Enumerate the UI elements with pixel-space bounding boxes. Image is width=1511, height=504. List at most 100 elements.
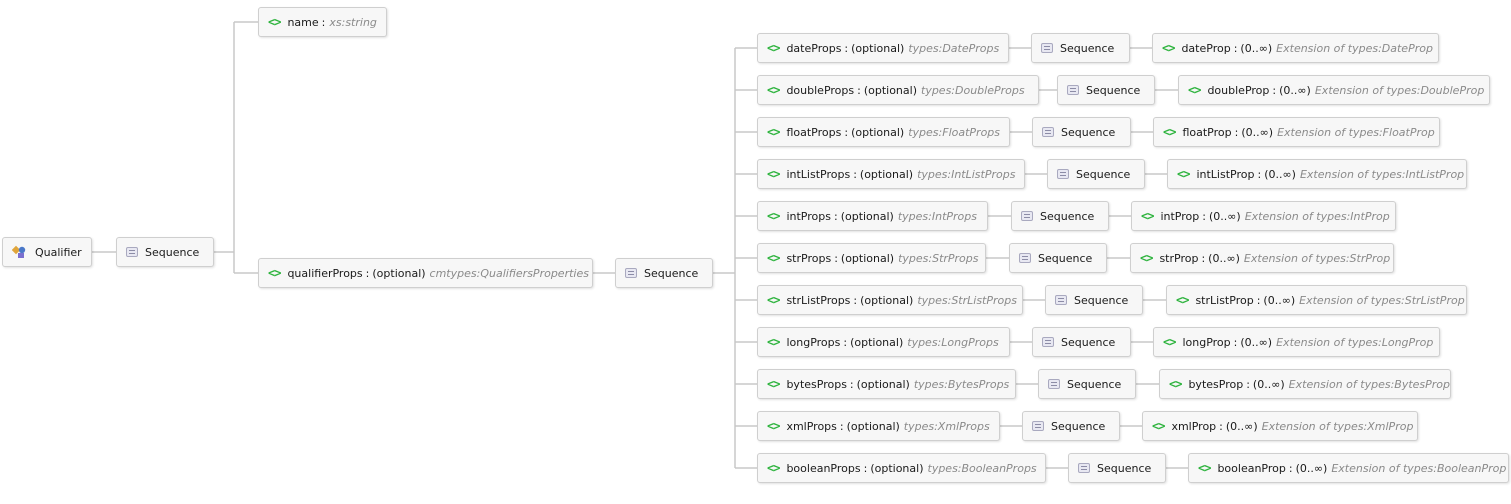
separator: :	[853, 167, 857, 181]
separator: :	[321, 15, 326, 29]
prop-child-element-node[interactable]: <>longProp:(0..∞)Extension of types:Long…	[1153, 327, 1440, 357]
prop-sequence-node[interactable]: Sequence	[1045, 285, 1143, 315]
prop-element-node[interactable]: <>bytesProps:(optional)types:BytesProps	[757, 369, 1016, 399]
element-occurrence: (optional)	[856, 377, 910, 391]
element-occurrence: (0..∞)	[1208, 251, 1240, 265]
sequence-label: Sequence	[1097, 461, 1152, 475]
element-occurrence: (0..∞)	[1264, 167, 1296, 181]
prop-element-node[interactable]: <>intProps:(optional)types:IntProps	[757, 201, 988, 231]
prop-sequence-node[interactable]: Sequence	[1068, 453, 1166, 483]
element-icon: <>	[767, 83, 780, 97]
element-icon: <>	[767, 167, 780, 181]
qualifier-type-node[interactable]: Qualifier	[2, 237, 92, 267]
separator: :	[1288, 461, 1293, 475]
element-name: intListProp	[1196, 167, 1255, 181]
sequence-icon	[625, 268, 637, 278]
element-name: floatProps	[786, 125, 842, 139]
element-type: Extension of types:DateProp	[1276, 41, 1433, 55]
element-type: Extension of types:BooleanProp	[1331, 461, 1507, 475]
sequence-icon	[1067, 85, 1079, 95]
prop-sequence-node[interactable]: Sequence	[1009, 243, 1107, 273]
qualifier-props-sequence-node[interactable]: Sequence	[615, 258, 713, 288]
element-name: floatProp	[1182, 125, 1232, 139]
element-name: booleanProps	[786, 461, 861, 475]
separator: :	[1233, 335, 1238, 349]
complex-type-icon	[12, 245, 28, 259]
element-name: longProps	[786, 335, 841, 349]
qualifier-props-element-node[interactable]: <> qualifierProps : (optional) cmtypes:Q…	[258, 258, 593, 288]
prop-sequence-node[interactable]: Sequence	[1047, 159, 1145, 189]
element-occurrence: (optional)	[846, 419, 900, 433]
element-icon: <>	[767, 125, 780, 139]
element-icon: <>	[1169, 377, 1182, 391]
separator: :	[863, 461, 868, 475]
prop-element-node[interactable]: <>booleanProps:(optional)types:BooleanPr…	[757, 453, 1046, 483]
element-icon: <>	[767, 377, 780, 391]
prop-sequence-node[interactable]: Sequence	[1038, 369, 1136, 399]
separator: :	[844, 41, 849, 55]
prop-element-node[interactable]: <>doubleProps:(optional)types:DoubleProp…	[757, 75, 1039, 105]
separator: :	[1257, 167, 1262, 181]
root-sequence-node[interactable]: Sequence	[116, 237, 214, 267]
element-icon: <>	[1163, 125, 1176, 139]
prop-sequence-node[interactable]: Sequence	[1057, 75, 1155, 105]
element-occurrence: (optional)	[851, 125, 905, 139]
element-occurrence: (optional)	[860, 293, 914, 307]
element-type: types:XmlProps	[903, 419, 990, 433]
prop-element-node[interactable]: <>xmlProps:(optional)types:XmlProps	[757, 411, 1000, 441]
separator: :	[833, 209, 838, 223]
element-occurrence: (optional)	[863, 83, 917, 97]
prop-sequence-node[interactable]: Sequence	[1031, 33, 1130, 63]
element-occurrence: (0..∞)	[1240, 41, 1273, 55]
element-type: types:FloatProps	[908, 125, 1001, 139]
element-type: xs:string	[329, 15, 377, 29]
sequence-icon	[1048, 379, 1060, 389]
prop-element-node[interactable]: <>intListProps:(optional)types:IntListPr…	[757, 159, 1025, 189]
element-icon: <>	[1188, 83, 1201, 97]
separator: :	[853, 293, 858, 307]
prop-child-element-node[interactable]: <>floatProp:(0..∞)Extension of types:Flo…	[1153, 117, 1440, 147]
prop-child-element-node[interactable]: <>intListProp:(0..∞)Extension of types:I…	[1167, 159, 1467, 189]
sequence-icon	[1032, 421, 1044, 431]
prop-element-node[interactable]: <>strListProps:(optional)types:StrListPr…	[757, 285, 1023, 315]
qualifier-label: Qualifier	[35, 245, 82, 259]
prop-child-element-node[interactable]: <>xmlProp:(0..∞)Extension of types:XmlPr…	[1142, 411, 1418, 441]
element-occurrence: (optional)	[850, 335, 904, 349]
element-icon: <>	[767, 293, 780, 307]
separator: :	[843, 335, 848, 349]
prop-child-element-node[interactable]: <>booleanProp:(0..∞)Extension of types:B…	[1188, 453, 1509, 483]
element-type: types:StrProps	[898, 251, 979, 265]
prop-child-element-node[interactable]: <>dateProp:(0..∞)Extension of types:Date…	[1152, 33, 1439, 63]
prop-sequence-node[interactable]: Sequence	[1032, 327, 1131, 357]
prop-element-node[interactable]: <>strProps:(optional)types:StrProps	[757, 243, 986, 273]
prop-element-node[interactable]: <>floatProps:(optional)types:FloatProps	[757, 117, 1010, 147]
sequence-label: Sequence	[1038, 251, 1093, 265]
prop-child-element-node[interactable]: <>strProp:(0..∞)Extension of types:StrPr…	[1130, 243, 1394, 273]
prop-sequence-node[interactable]: Sequence	[1011, 201, 1109, 231]
element-name: bytesProps	[786, 377, 847, 391]
prop-child-element-node[interactable]: <>bytesProp:(0..∞)Extension of types:Byt…	[1159, 369, 1451, 399]
element-type: types:DoubleProps	[921, 83, 1025, 97]
sequence-icon	[1055, 295, 1067, 305]
prop-child-element-node[interactable]: <>intProp:(0..∞)Extension of types:IntPr…	[1131, 201, 1396, 231]
prop-element-node[interactable]: <>longProps:(optional)types:LongProps	[757, 327, 1010, 357]
prop-sequence-node[interactable]: Sequence	[1032, 117, 1131, 147]
element-name: strProps	[786, 251, 832, 265]
sequence-label: Sequence	[1086, 83, 1141, 97]
prop-child-element-node[interactable]: <>strListProp:(0..∞)Extension of types:S…	[1166, 285, 1467, 315]
prop-child-element-node[interactable]: <>doubleProp:(0..∞)Extension of types:Do…	[1178, 75, 1490, 105]
separator: :	[1233, 41, 1238, 55]
element-occurrence: (optional)	[870, 461, 924, 475]
sequence-label: Sequence	[1074, 293, 1129, 307]
sequence-icon	[1021, 211, 1033, 221]
separator: :	[1219, 419, 1223, 433]
name-element-node[interactable]: <> name : xs:string	[258, 7, 387, 37]
element-icon: <>	[767, 209, 780, 223]
separator: :	[1246, 377, 1250, 391]
prop-element-node[interactable]: <>dateProps:(optional)types:DateProps	[757, 33, 1009, 63]
prop-sequence-node[interactable]: Sequence	[1022, 411, 1120, 441]
element-type: types:StrListProps	[917, 293, 1017, 307]
element-name: intProp	[1160, 209, 1200, 223]
element-type: types:BooleanProps	[927, 461, 1037, 475]
separator: :	[365, 266, 370, 280]
